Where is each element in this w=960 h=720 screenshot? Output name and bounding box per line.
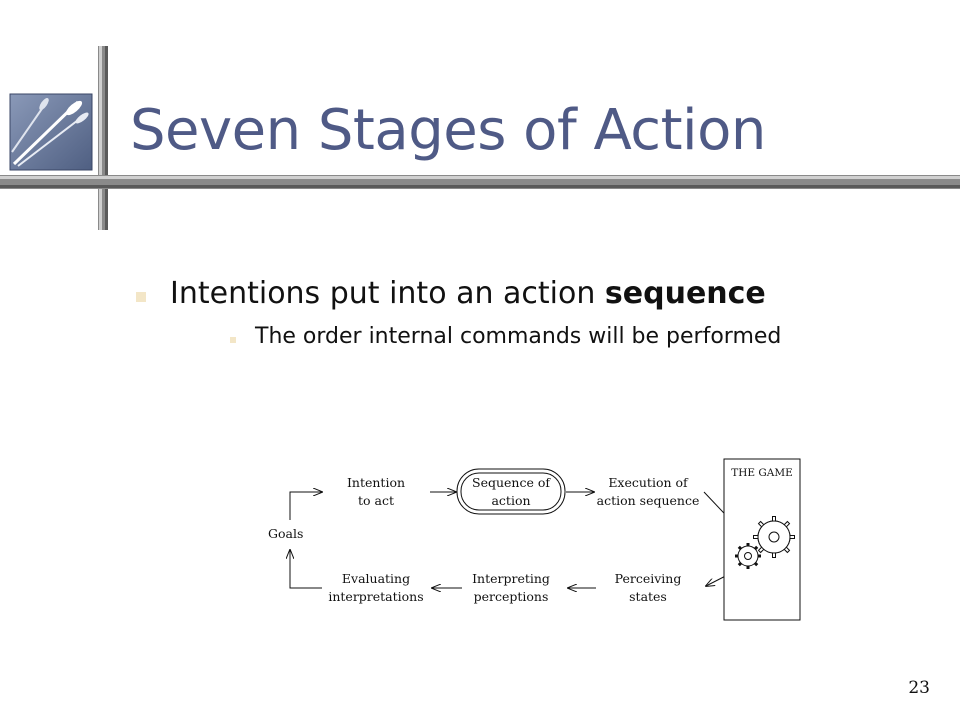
intention-label-line2: to act (358, 493, 394, 508)
execution-label-line1: Execution of (608, 475, 689, 490)
goals-label: Goals (268, 526, 303, 541)
vertical-accent-bar (98, 46, 108, 230)
large-gear-icon (753, 516, 795, 558)
bullet-main: Intentions put into an action sequence (170, 276, 766, 311)
sub-bullet-marker (230, 337, 236, 343)
sequence-label-line2: action (491, 493, 530, 508)
goals-to-intention-arrow (289, 492, 322, 520)
evaluating-to-goals-arrow (290, 550, 322, 589)
bullet-main-bold-text: sequence (604, 276, 766, 311)
presentation-logo-icon (9, 93, 93, 171)
bullet-main-text: Intentions put into an action (170, 276, 605, 311)
evaluating-label-line2: interpretations (328, 589, 423, 604)
small-gear-icon (735, 543, 761, 569)
bullet-sub: The order internal commands will be perf… (255, 324, 782, 349)
interpreting-label-line1: Interpreting (472, 571, 550, 586)
slide-title: Seven Stages of Action (130, 98, 766, 163)
sequence-box (456, 468, 566, 515)
execution-label-line2: action sequence (597, 493, 700, 508)
perceiving-label-line1: Perceiving (615, 571, 682, 586)
horizontal-accent-bar (0, 175, 960, 189)
sequence-label-line1: Sequence of (472, 475, 551, 490)
evaluating-label-line1: Evaluating (342, 571, 410, 586)
interpreting-label-line2: perceptions (474, 589, 549, 604)
intention-label-line1: Intention (347, 475, 405, 490)
page-number: 23 (908, 678, 930, 698)
game-label: THE GAME (731, 467, 793, 479)
perceiving-label-line2: states (629, 589, 667, 604)
bullet-marker (136, 292, 146, 302)
